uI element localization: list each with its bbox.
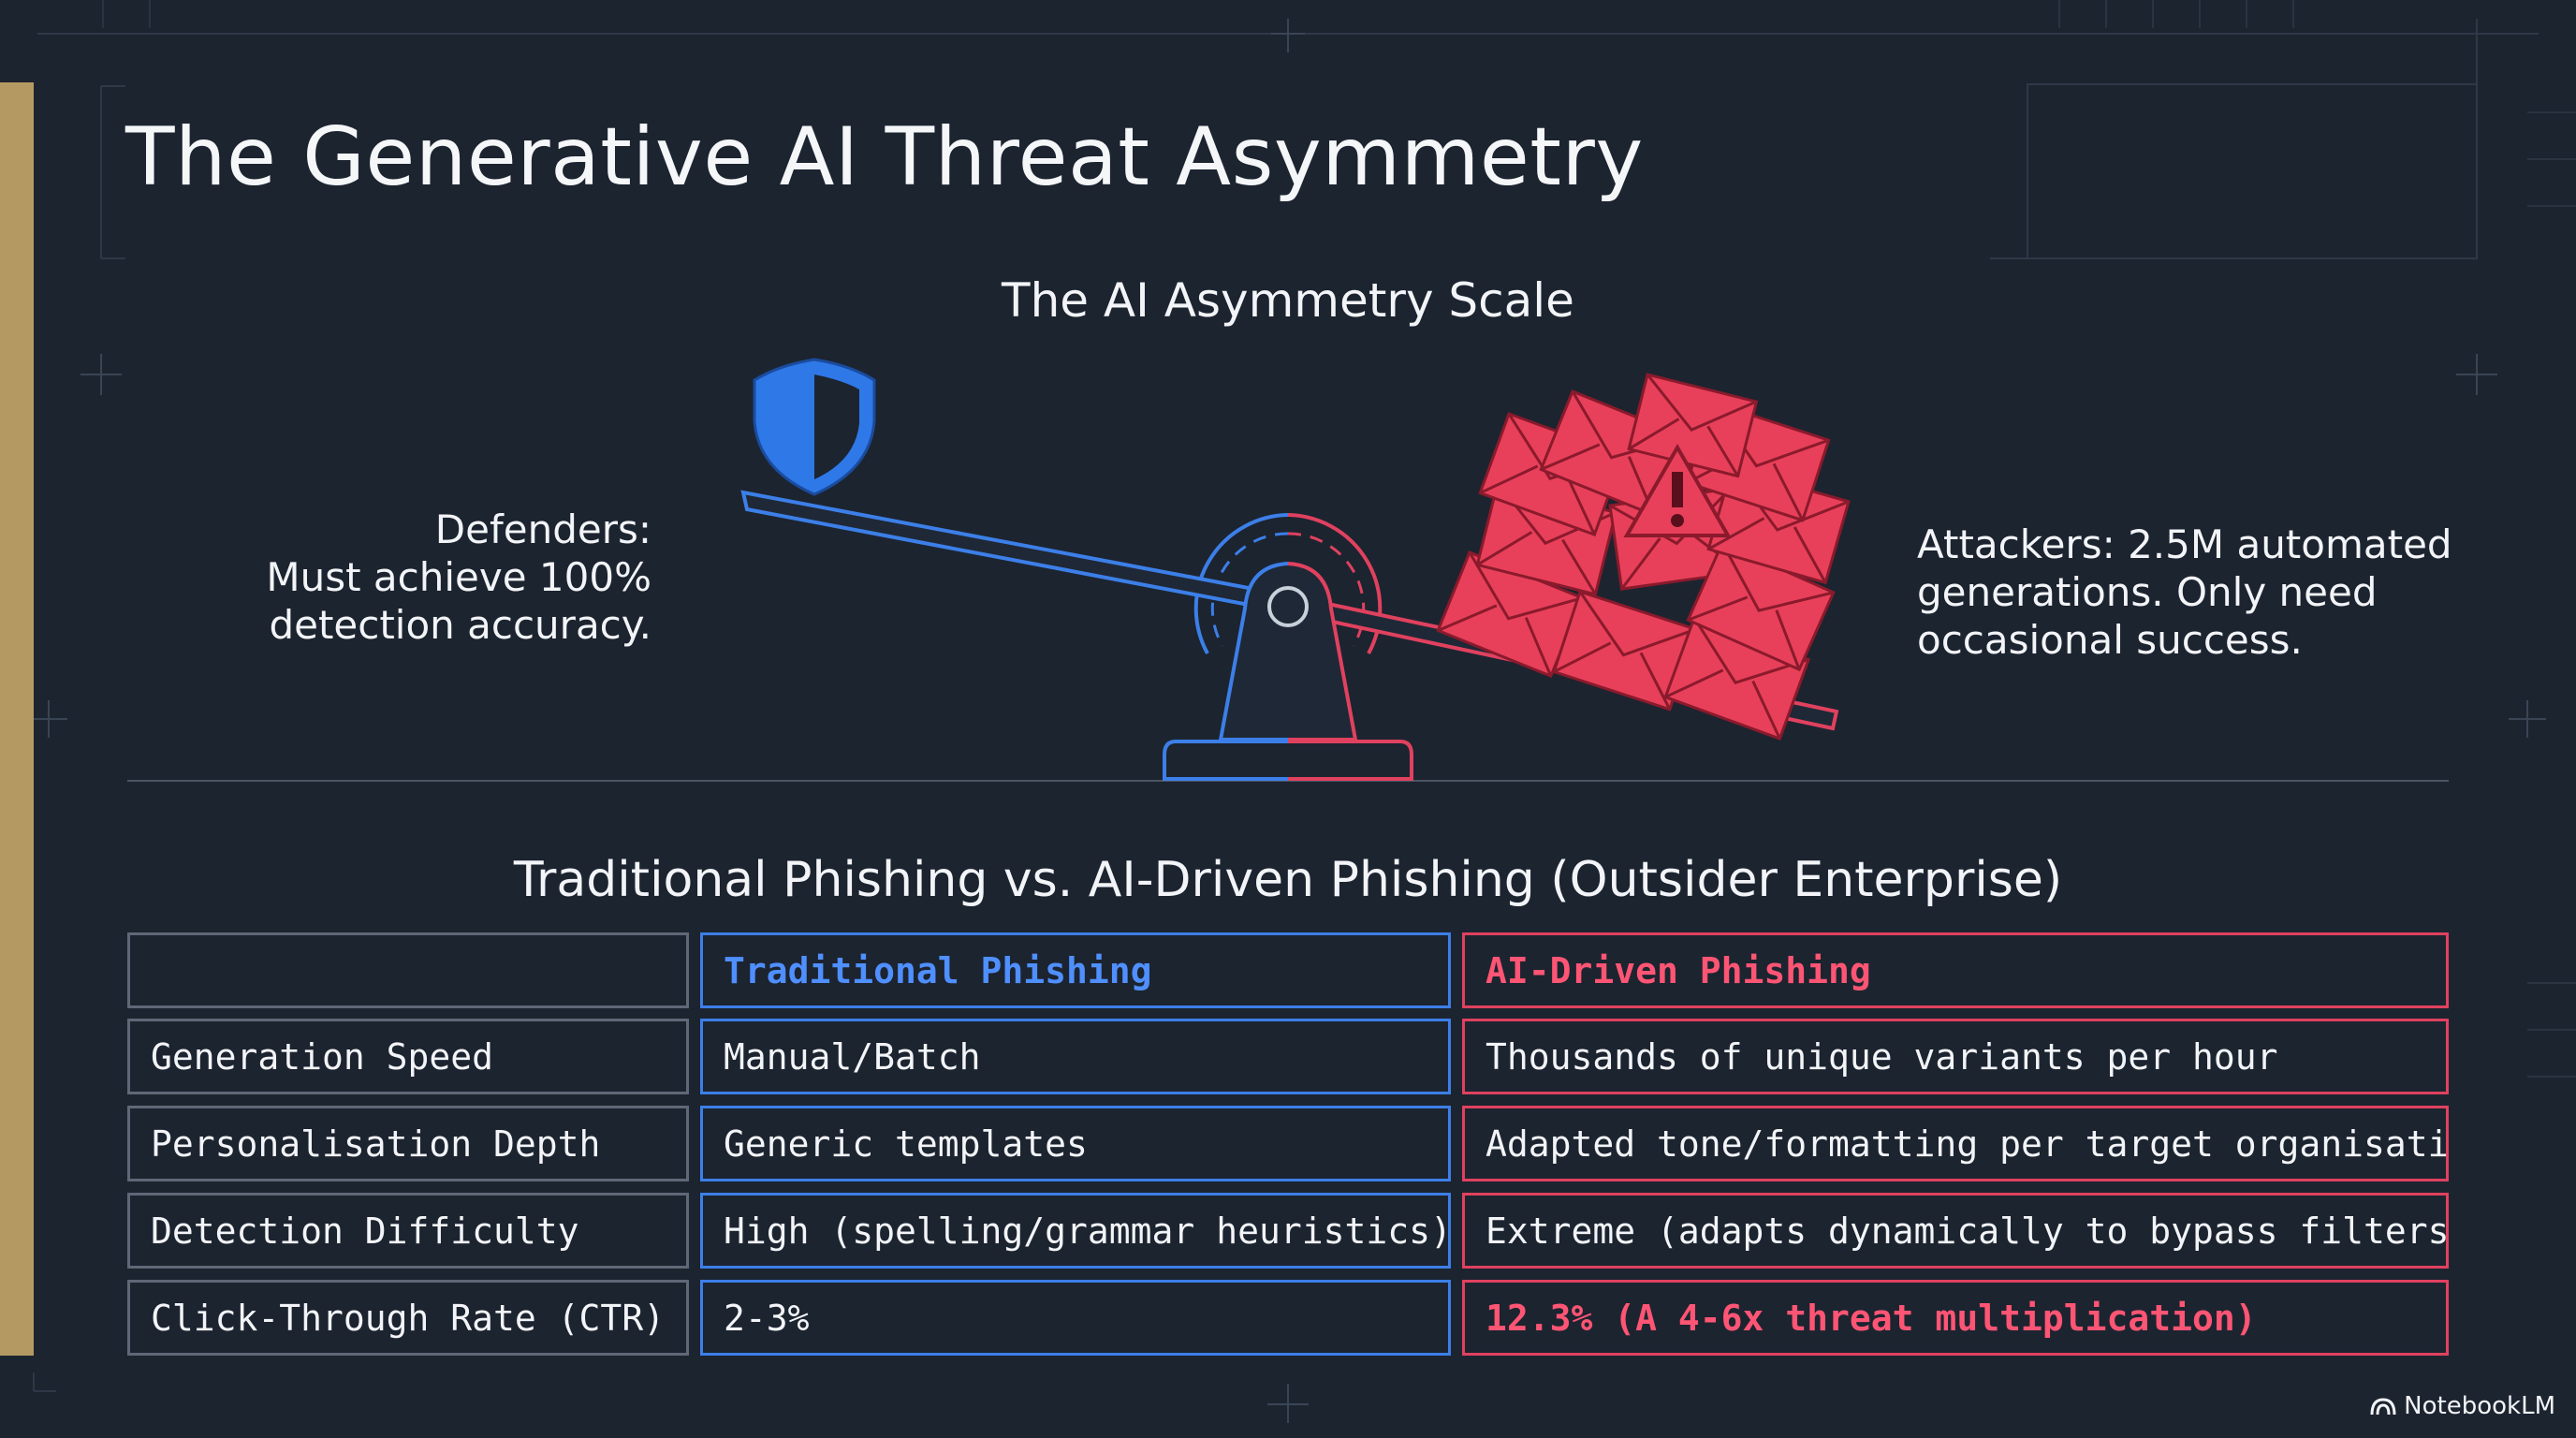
brand-label: NotebookLM xyxy=(2404,1392,2555,1420)
table-header-ai: AI-Driven Phishing xyxy=(1462,932,2449,1008)
table-cell-traditional: Manual/Batch xyxy=(700,1019,1451,1094)
table-cell-ai: Thousands of unique variants per hour xyxy=(1462,1019,2449,1094)
defenders-line-3: detection accuracy. xyxy=(269,602,651,648)
shield-icon xyxy=(753,358,876,496)
table-header-traditional: Traditional Phishing xyxy=(700,932,1451,1008)
envelope-pile-warning-icon xyxy=(1436,373,1851,741)
defenders-line-2: Must achieve 100% xyxy=(266,554,651,600)
table-header-empty xyxy=(127,932,689,1008)
scale-title: The AI Asymmetry Scale xyxy=(1002,273,1574,328)
table-cell-traditional: Generic templates xyxy=(700,1106,1451,1181)
table-title: Traditional Phishing vs. AI-Driven Phish… xyxy=(513,852,2063,908)
table-cell-ai: Extreme (adapts dynamically to bypass fi… xyxy=(1462,1193,2449,1269)
attackers-line-1: Attackers: 2.5M automated xyxy=(1917,521,2452,567)
attackers-caption: Attackers: 2.5M automated generations. O… xyxy=(1917,521,2516,664)
table-cell-traditional: High (spelling/grammar heuristics) xyxy=(700,1193,1451,1269)
attackers-line-3: occasional success. xyxy=(1917,617,2303,663)
page-title: The Generative AI Threat Asymmetry xyxy=(125,110,1644,204)
table-row-label: Click-Through Rate (CTR) xyxy=(127,1280,689,1356)
notebooklm-logo-icon xyxy=(2370,1398,2396,1416)
table-cell-traditional: 2-3% xyxy=(700,1280,1451,1356)
table-row-label: Detection Difficulty xyxy=(127,1193,689,1269)
attackers-line-2: generations. Only need xyxy=(1917,569,2378,615)
table-row-label: Generation Speed xyxy=(127,1019,689,1094)
table-row-label: Personalisation Depth xyxy=(127,1106,689,1181)
defenders-line-1: Defenders: xyxy=(434,506,651,552)
table-cell-ai: Adapted tone/formatting per target organ… xyxy=(1462,1106,2449,1181)
scale-stand xyxy=(1163,562,1413,781)
accent-bar xyxy=(0,82,34,1356)
brand-watermark: NotebookLM xyxy=(2370,1392,2555,1420)
defenders-caption: Defenders: Must achieve 100% detection a… xyxy=(165,506,651,649)
table-cell-ai-highlight: 12.3% (A 4-6x threat multiplication) xyxy=(1462,1280,2449,1356)
